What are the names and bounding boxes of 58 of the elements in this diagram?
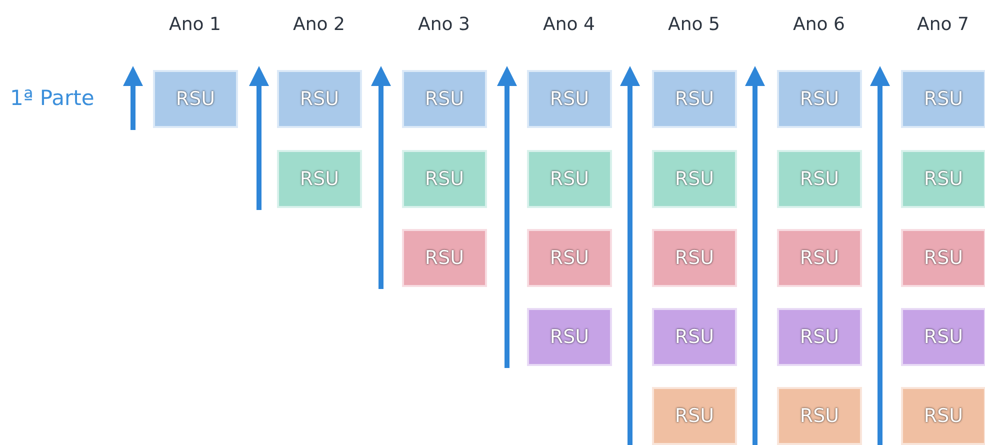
box-label: RSU [550, 88, 590, 110]
box-label: RSU [424, 88, 464, 110]
box-label: RSU [924, 326, 964, 348]
box-label: RSU [800, 326, 840, 348]
box-label: RSU [176, 88, 216, 110]
cell-box [777, 150, 862, 208]
cell-box [901, 150, 985, 208]
cell-box [402, 70, 487, 128]
box-label: RSU [800, 168, 840, 190]
cell-box [901, 70, 985, 128]
column-heading: Ano 2 [292, 14, 346, 35]
cell-box [652, 70, 737, 128]
cell-box [901, 229, 985, 287]
cell-box [777, 387, 862, 445]
box-label: RSU [674, 247, 714, 269]
cell-box [527, 70, 612, 128]
cell-box [652, 308, 737, 366]
cell-box [527, 150, 612, 208]
box-label: RSU [300, 88, 340, 110]
cell-box [901, 308, 985, 366]
box-label: RSU [424, 247, 464, 269]
column-heading: Ano 4 [542, 14, 596, 35]
cell-box [777, 229, 862, 287]
box-label: RSU [674, 168, 714, 190]
box-label: RSU [924, 405, 964, 427]
box-label: RSU [674, 88, 714, 110]
box-label: RSU [924, 168, 964, 190]
box-label: RSU [800, 405, 840, 427]
box-label: RSU [550, 247, 590, 269]
box-label: RSU [800, 88, 840, 110]
box-label: RSU [674, 405, 714, 427]
column-heading: Ano 7 [916, 14, 970, 35]
box-label: RSU [300, 168, 340, 190]
box-label: RSU [424, 168, 464, 190]
box-label: RSU [550, 326, 590, 348]
column-heading: Ano 3 [417, 14, 471, 35]
column-heading: Ano 5 [667, 14, 721, 35]
cell-box [777, 308, 862, 366]
cell-box [402, 150, 487, 208]
cell-box [901, 387, 985, 445]
cell-box [777, 70, 862, 128]
cell-box [527, 229, 612, 287]
cell-box [153, 70, 238, 128]
cell-box [277, 150, 362, 208]
cell-box [652, 150, 737, 208]
cell-box [402, 229, 487, 287]
column-heading: Ano 6 [792, 14, 846, 35]
box-label: RSU [550, 168, 590, 190]
cell-box [527, 308, 612, 366]
box-label: RSU [924, 88, 964, 110]
cell-box [277, 70, 362, 128]
cell-box [652, 229, 737, 287]
row-label: 1ª Parte [10, 86, 94, 110]
column-heading: Ano 1 [168, 14, 222, 35]
box-label: RSU [800, 247, 840, 269]
box-label: RSU [924, 247, 964, 269]
cell-box [652, 387, 737, 445]
box-label: RSU [674, 326, 714, 348]
